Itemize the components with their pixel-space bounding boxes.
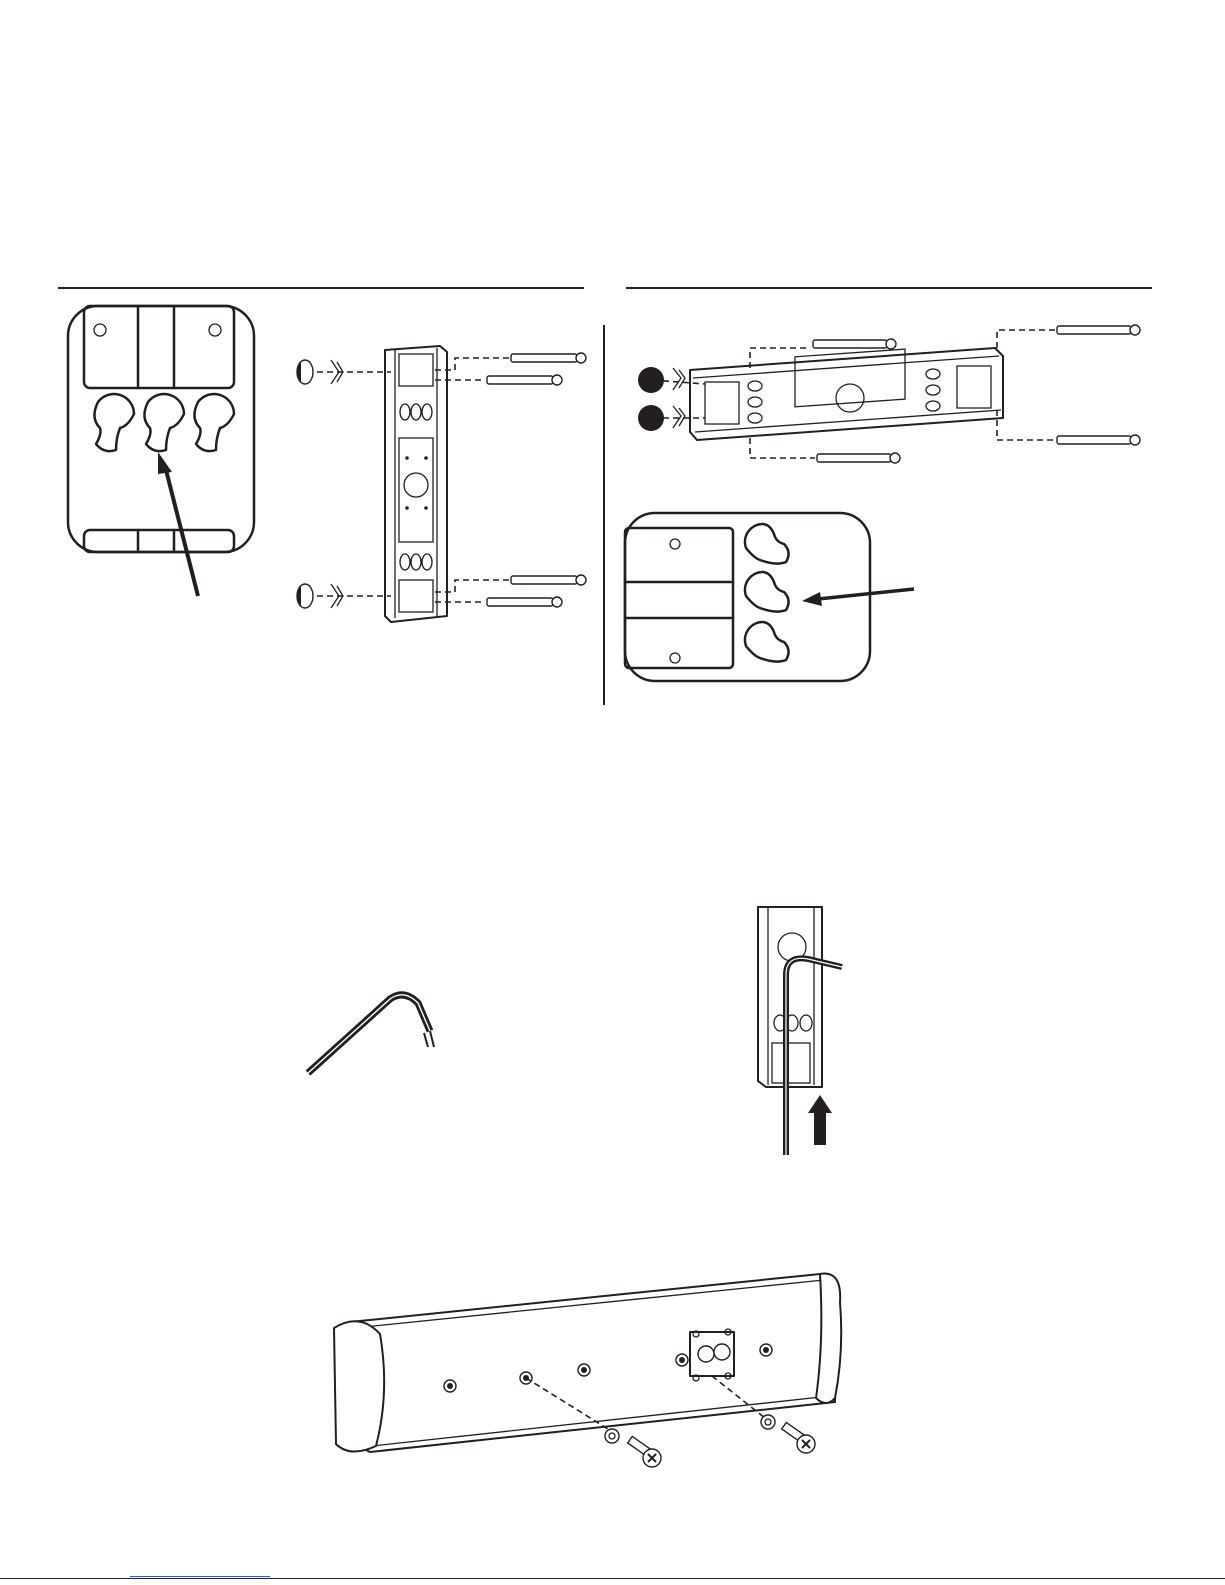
screw-icon: [511, 575, 586, 585]
screw-icon: [628, 1436, 661, 1467]
keyhole-detail-vertical: [60, 300, 270, 560]
keyhole-detail-horizontal: [622, 510, 922, 685]
section-rule-left: [58, 287, 584, 289]
screw-icon: [817, 453, 900, 463]
screw-icon: [813, 339, 896, 349]
keyhole-slot-icon: [745, 572, 789, 612]
wire-through-bracket: [752, 905, 852, 1155]
mounting-bracket: [690, 348, 1003, 440]
keyhole-slot-icon: [144, 394, 184, 451]
washer-icon: [761, 1415, 775, 1429]
screw-icon: [1057, 325, 1140, 335]
section-divider: [603, 325, 605, 705]
keyhole-slot-icon: [745, 622, 789, 662]
screw-icon: [1057, 435, 1140, 445]
screw-icon: [487, 597, 562, 607]
screw-icon: [782, 1422, 815, 1453]
link-underline: [130, 1576, 270, 1577]
page-bottom-rule: [0, 1578, 1225, 1579]
screw-icon: [511, 353, 586, 363]
terminal-block-icon: [690, 1329, 734, 1381]
speaker-rear-screws: [330, 1262, 850, 1477]
section-rule-right: [626, 287, 1152, 289]
speaker-wire: [300, 985, 460, 1085]
keyhole-slot-icon: [745, 524, 789, 564]
arrow-icon: [158, 452, 198, 596]
screw-icon: [487, 375, 562, 385]
washer-icon: [605, 1429, 619, 1443]
keyhole-slot-icon: [94, 394, 134, 451]
keyhole-slot-icon: [194, 394, 234, 451]
up-arrow-icon: [808, 1095, 832, 1145]
arrow-icon: [802, 589, 914, 606]
mounting-bracket: [385, 346, 447, 622]
wire-icon: [308, 995, 434, 1073]
bracket-vertical-mount: [295, 340, 595, 630]
bracket-horizontal-mount: [635, 318, 1150, 473]
mounting-bracket: [758, 907, 822, 1087]
wall-anchor-icon: [638, 367, 685, 393]
